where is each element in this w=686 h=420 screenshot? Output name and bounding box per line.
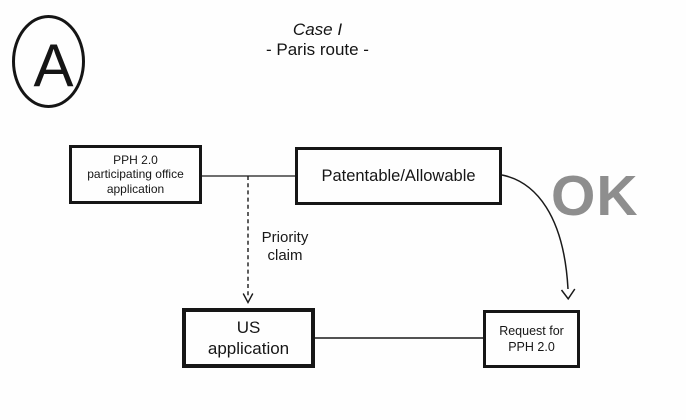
node-request-line2: PPH 2.0 (508, 340, 555, 354)
node-us-application-line2: application (207, 339, 290, 358)
node-patentable-allowable: Patentable/Allowable (295, 147, 502, 205)
node-patentable-label: Patentable/Allowable (321, 166, 476, 185)
node-pph-office-line3: application (106, 181, 165, 196)
node-us-application-line1: US (236, 318, 261, 337)
diagram-title-route: - Paris route - (266, 40, 369, 59)
diagram-title: Case I - Paris route - (230, 20, 405, 60)
diagram-title-case: Case I (292, 20, 343, 39)
node-pph-office-line1: PPH 2.0 (113, 152, 158, 167)
node-request-line1: Request for (499, 324, 564, 338)
figure-marker-circle: A (12, 15, 85, 108)
curve-arrowhead (560, 288, 576, 301)
node-pph-office-line2: participating office (87, 167, 184, 182)
ok-result-label: OK (551, 164, 639, 228)
figure-marker-letter: A (33, 31, 74, 99)
node-request-for-pph: Request for PPH 2.0 (483, 310, 580, 368)
priority-claim-arrowhead (242, 293, 254, 304)
priority-claim-label: Priority claim (253, 229, 317, 264)
priority-claim-line2: claim (267, 246, 303, 264)
node-us-application: US application (182, 308, 315, 368)
connector-patentable-to-request-curve (501, 174, 569, 290)
node-pph-participating-office: PPH 2.0 participating office application (69, 145, 202, 204)
priority-claim-line1: Priority (261, 229, 309, 246)
